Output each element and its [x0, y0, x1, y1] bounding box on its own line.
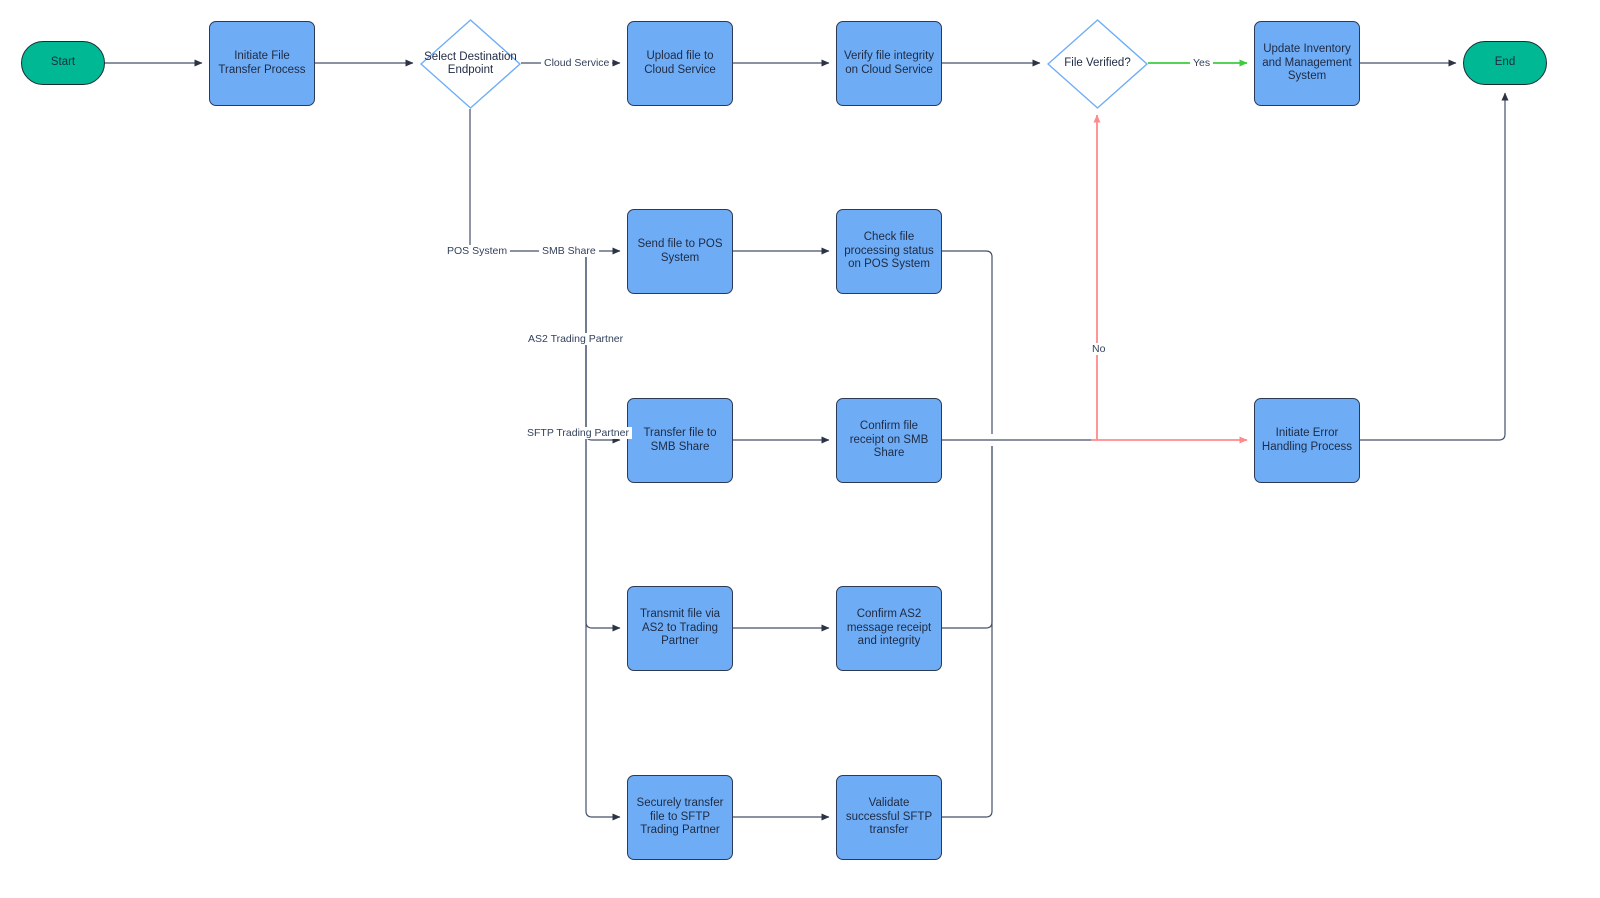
edge-confirmas2-to-merge — [942, 446, 993, 629]
node-verify-file-integrity-label: Verify file integrity on Cloud Service — [843, 50, 935, 76]
node-securely-transfer-sftp-label: Securely transfer file to SFTP Trading P… — [636, 797, 724, 837]
node-file-verified[interactable]: File Verified? — [1046, 19, 1149, 109]
node-transfer-file-to-smb-label: Transfer file to SMB Share — [643, 427, 717, 453]
edge-label-sftp-trading-partner: SFTP Trading Partner — [524, 427, 632, 439]
node-check-pos-status[interactable]: Check file processing status on POS Syst… — [836, 209, 942, 294]
node-validate-sftp-transfer[interactable]: Validate successful SFTP transfer — [836, 775, 942, 860]
edge-label-cloud-service: Cloud Service — [541, 57, 613, 69]
edge-drop-rail — [585, 251, 621, 444]
node-transmit-file-via-as2[interactable]: Transmit file via AS2 to Trading Partner — [627, 586, 733, 671]
edge-label-as2-trading-partner: AS2 Trading Partner — [525, 333, 627, 345]
node-initiate-file-transfer[interactable]: Initiate File Transfer Process — [209, 21, 315, 106]
edge-select-to-pos-rail — [469, 109, 621, 255]
node-end-label: End — [1494, 56, 1516, 69]
node-file-verified-label: File Verified? — [1064, 57, 1131, 70]
edge-label-no: No — [1089, 343, 1109, 355]
node-initiate-error-handling[interactable]: Initiate Error Handling Process — [1254, 398, 1360, 483]
edge-error-to-end — [1360, 92, 1509, 441]
node-confirm-file-receipt-smb-label: Confirm file receipt on SMB Share — [849, 420, 929, 460]
node-select-destination-endpoint[interactable]: Select Destination Endpoint — [419, 19, 522, 109]
node-end[interactable]: End — [1463, 41, 1547, 85]
edge-validatesftp-to-merge — [942, 446, 993, 818]
node-check-pos-status-label: Check file processing status on POS Syst… — [844, 231, 934, 271]
edge-label-smb-share: SMB Share — [539, 245, 599, 257]
node-update-inventory-label: Update Inventory and Management System — [1262, 43, 1352, 83]
node-initiate-error-handling-label: Initiate Error Handling Process — [1261, 427, 1353, 453]
node-transmit-file-via-as2-label: Transmit file via AS2 to Trading Partner — [639, 608, 721, 648]
node-select-destination-endpoint-label: Select Destination Endpoint — [424, 50, 517, 77]
edge-drop-rail-sftp — [585, 251, 621, 821]
node-upload-file-to-cloud-label: Upload file to Cloud Service — [644, 50, 716, 76]
edge-checkpos-to-merge — [942, 250, 993, 434]
edge-label-pos-system: POS System — [444, 245, 511, 257]
node-securely-transfer-sftp[interactable]: Securely transfer file to SFTP Trading P… — [627, 775, 733, 860]
node-transfer-file-to-smb[interactable]: Transfer file to SMB Share — [627, 398, 733, 483]
node-start[interactable]: Start — [21, 41, 105, 85]
node-upload-file-to-cloud[interactable]: Upload file to Cloud Service — [627, 21, 733, 106]
edge-label-yes: Yes — [1190, 57, 1214, 69]
node-confirm-as2-receipt-label: Confirm AS2 message receipt and integrit… — [846, 608, 932, 648]
node-start-label: Start — [50, 56, 76, 69]
node-send-file-to-pos[interactable]: Send file to POS System — [627, 209, 733, 294]
node-verify-file-integrity[interactable]: Verify file integrity on Cloud Service — [836, 21, 942, 106]
node-update-inventory[interactable]: Update Inventory and Management System — [1254, 21, 1360, 106]
node-initiate-file-transfer-label: Initiate File Transfer Process — [218, 50, 306, 76]
node-confirm-file-receipt-smb[interactable]: Confirm file receipt on SMB Share — [836, 398, 942, 483]
node-send-file-to-pos-label: Send file to POS System — [637, 238, 723, 264]
diamond-shape-select — [419, 19, 522, 109]
node-confirm-as2-receipt[interactable]: Confirm AS2 message receipt and integrit… — [836, 586, 942, 671]
node-validate-sftp-transfer-label: Validate successful SFTP transfer — [845, 797, 933, 837]
diamond-shape-file-verified — [1046, 19, 1149, 109]
